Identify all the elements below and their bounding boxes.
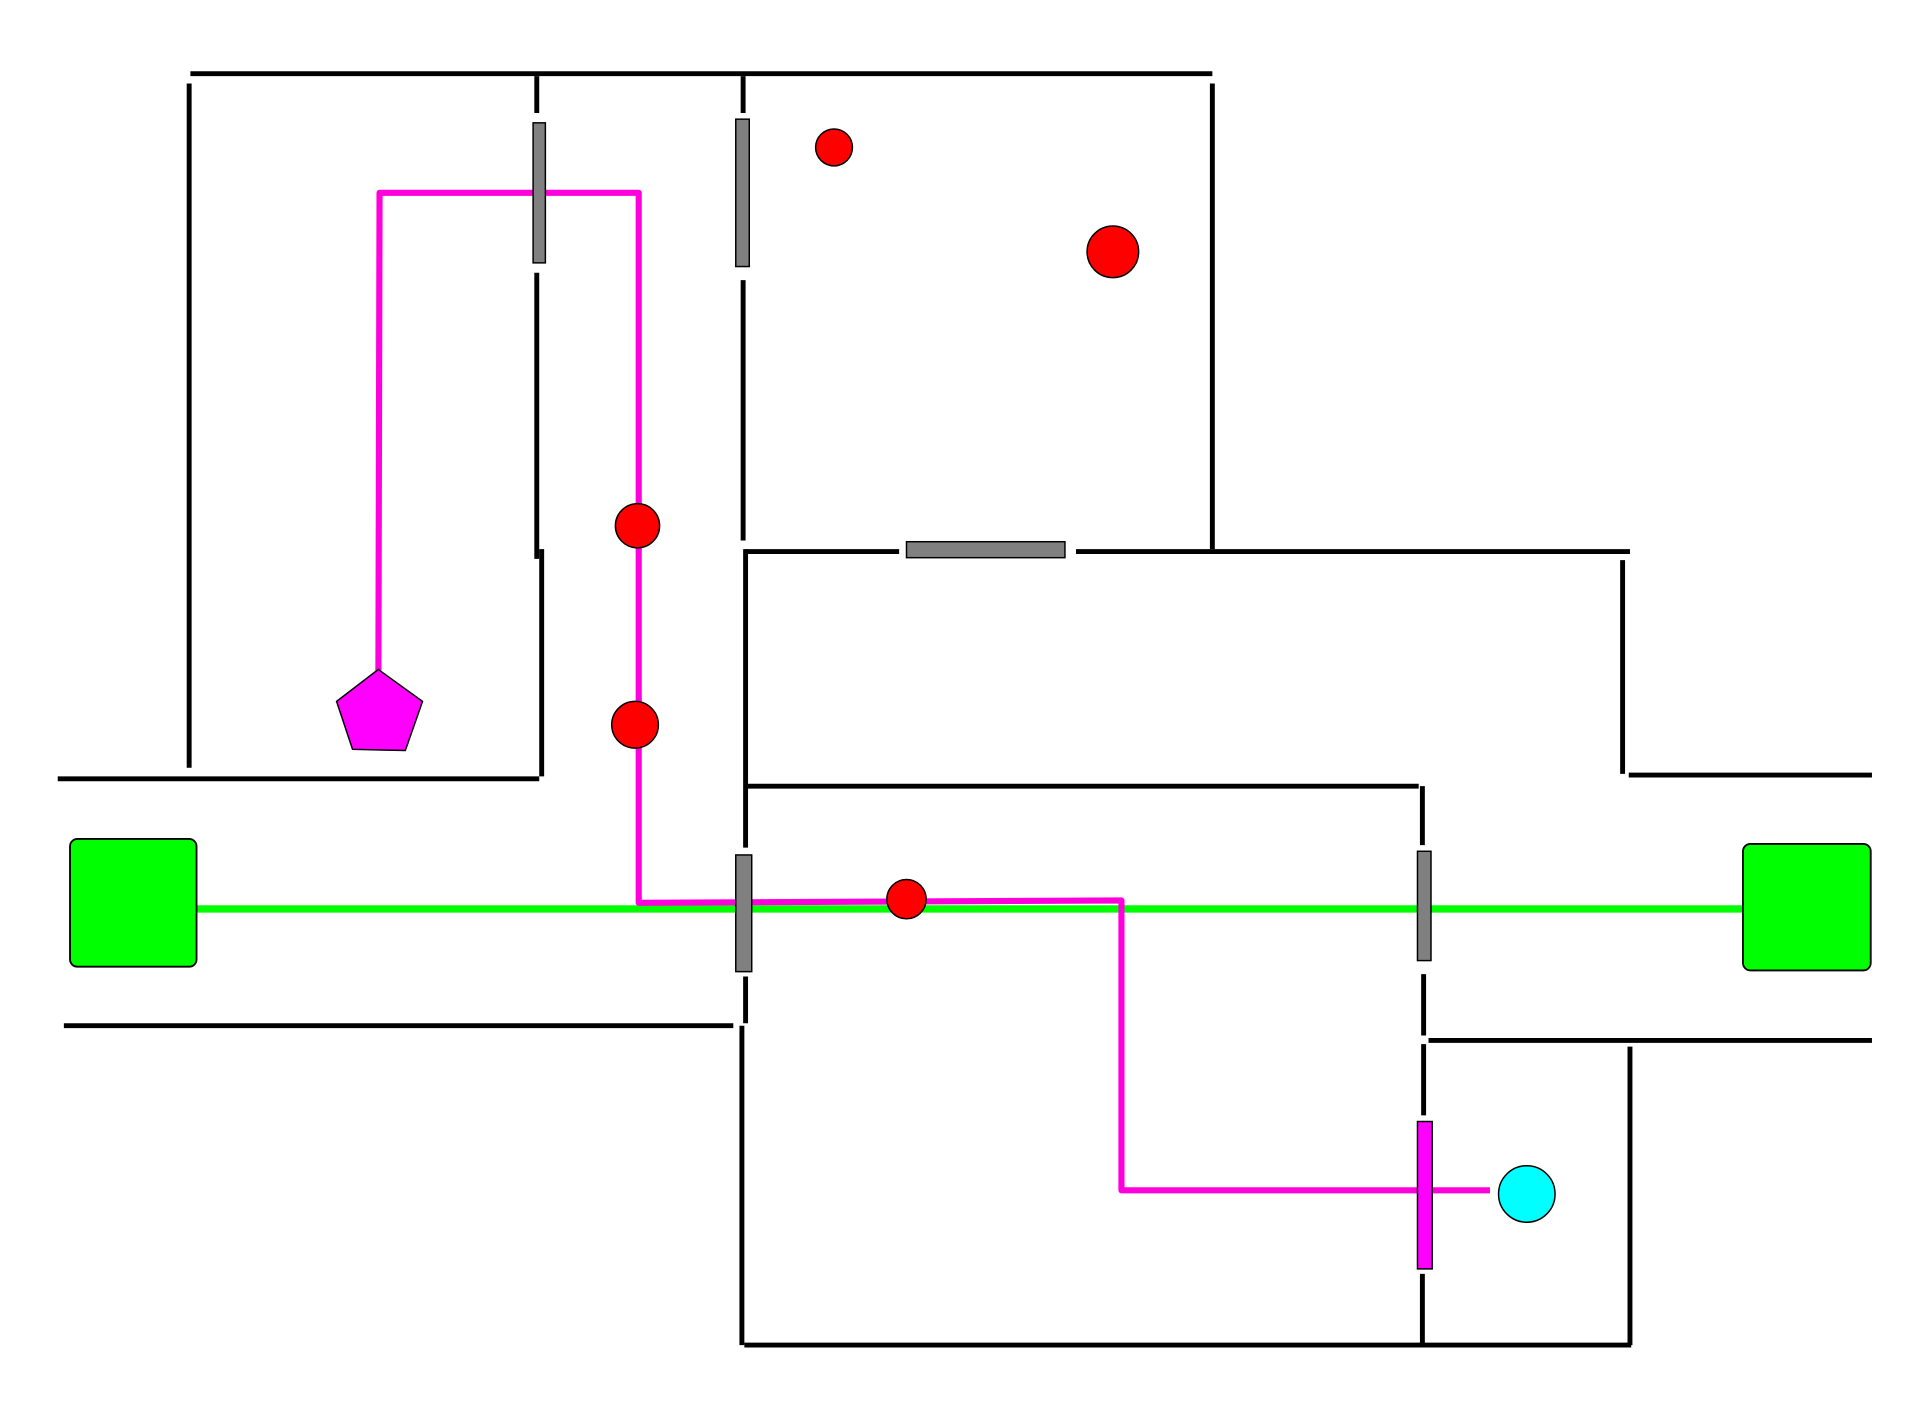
goal-box-right[interactable] (1742, 842, 1872, 972)
goal-box-left[interactable] (69, 838, 198, 968)
agent-pentagon[interactable] (335, 668, 424, 752)
obstacle-circle (1086, 225, 1140, 279)
obstacles (610, 128, 1140, 920)
door-active[interactable] (1416, 1120, 1433, 1270)
obstacle-circle (814, 128, 854, 167)
door[interactable] (735, 118, 751, 268)
door[interactable] (735, 854, 753, 973)
door[interactable] (905, 540, 1066, 559)
agent-path (375, 189, 1490, 1194)
obstacle-circle (886, 878, 927, 920)
obstacle-circle (614, 502, 661, 549)
doors (532, 118, 1433, 1270)
obstacle-circle (610, 700, 660, 749)
target-circle[interactable] (1497, 1164, 1556, 1223)
door[interactable] (1416, 850, 1432, 962)
door[interactable] (532, 122, 547, 264)
walls (57, 71, 1872, 1348)
